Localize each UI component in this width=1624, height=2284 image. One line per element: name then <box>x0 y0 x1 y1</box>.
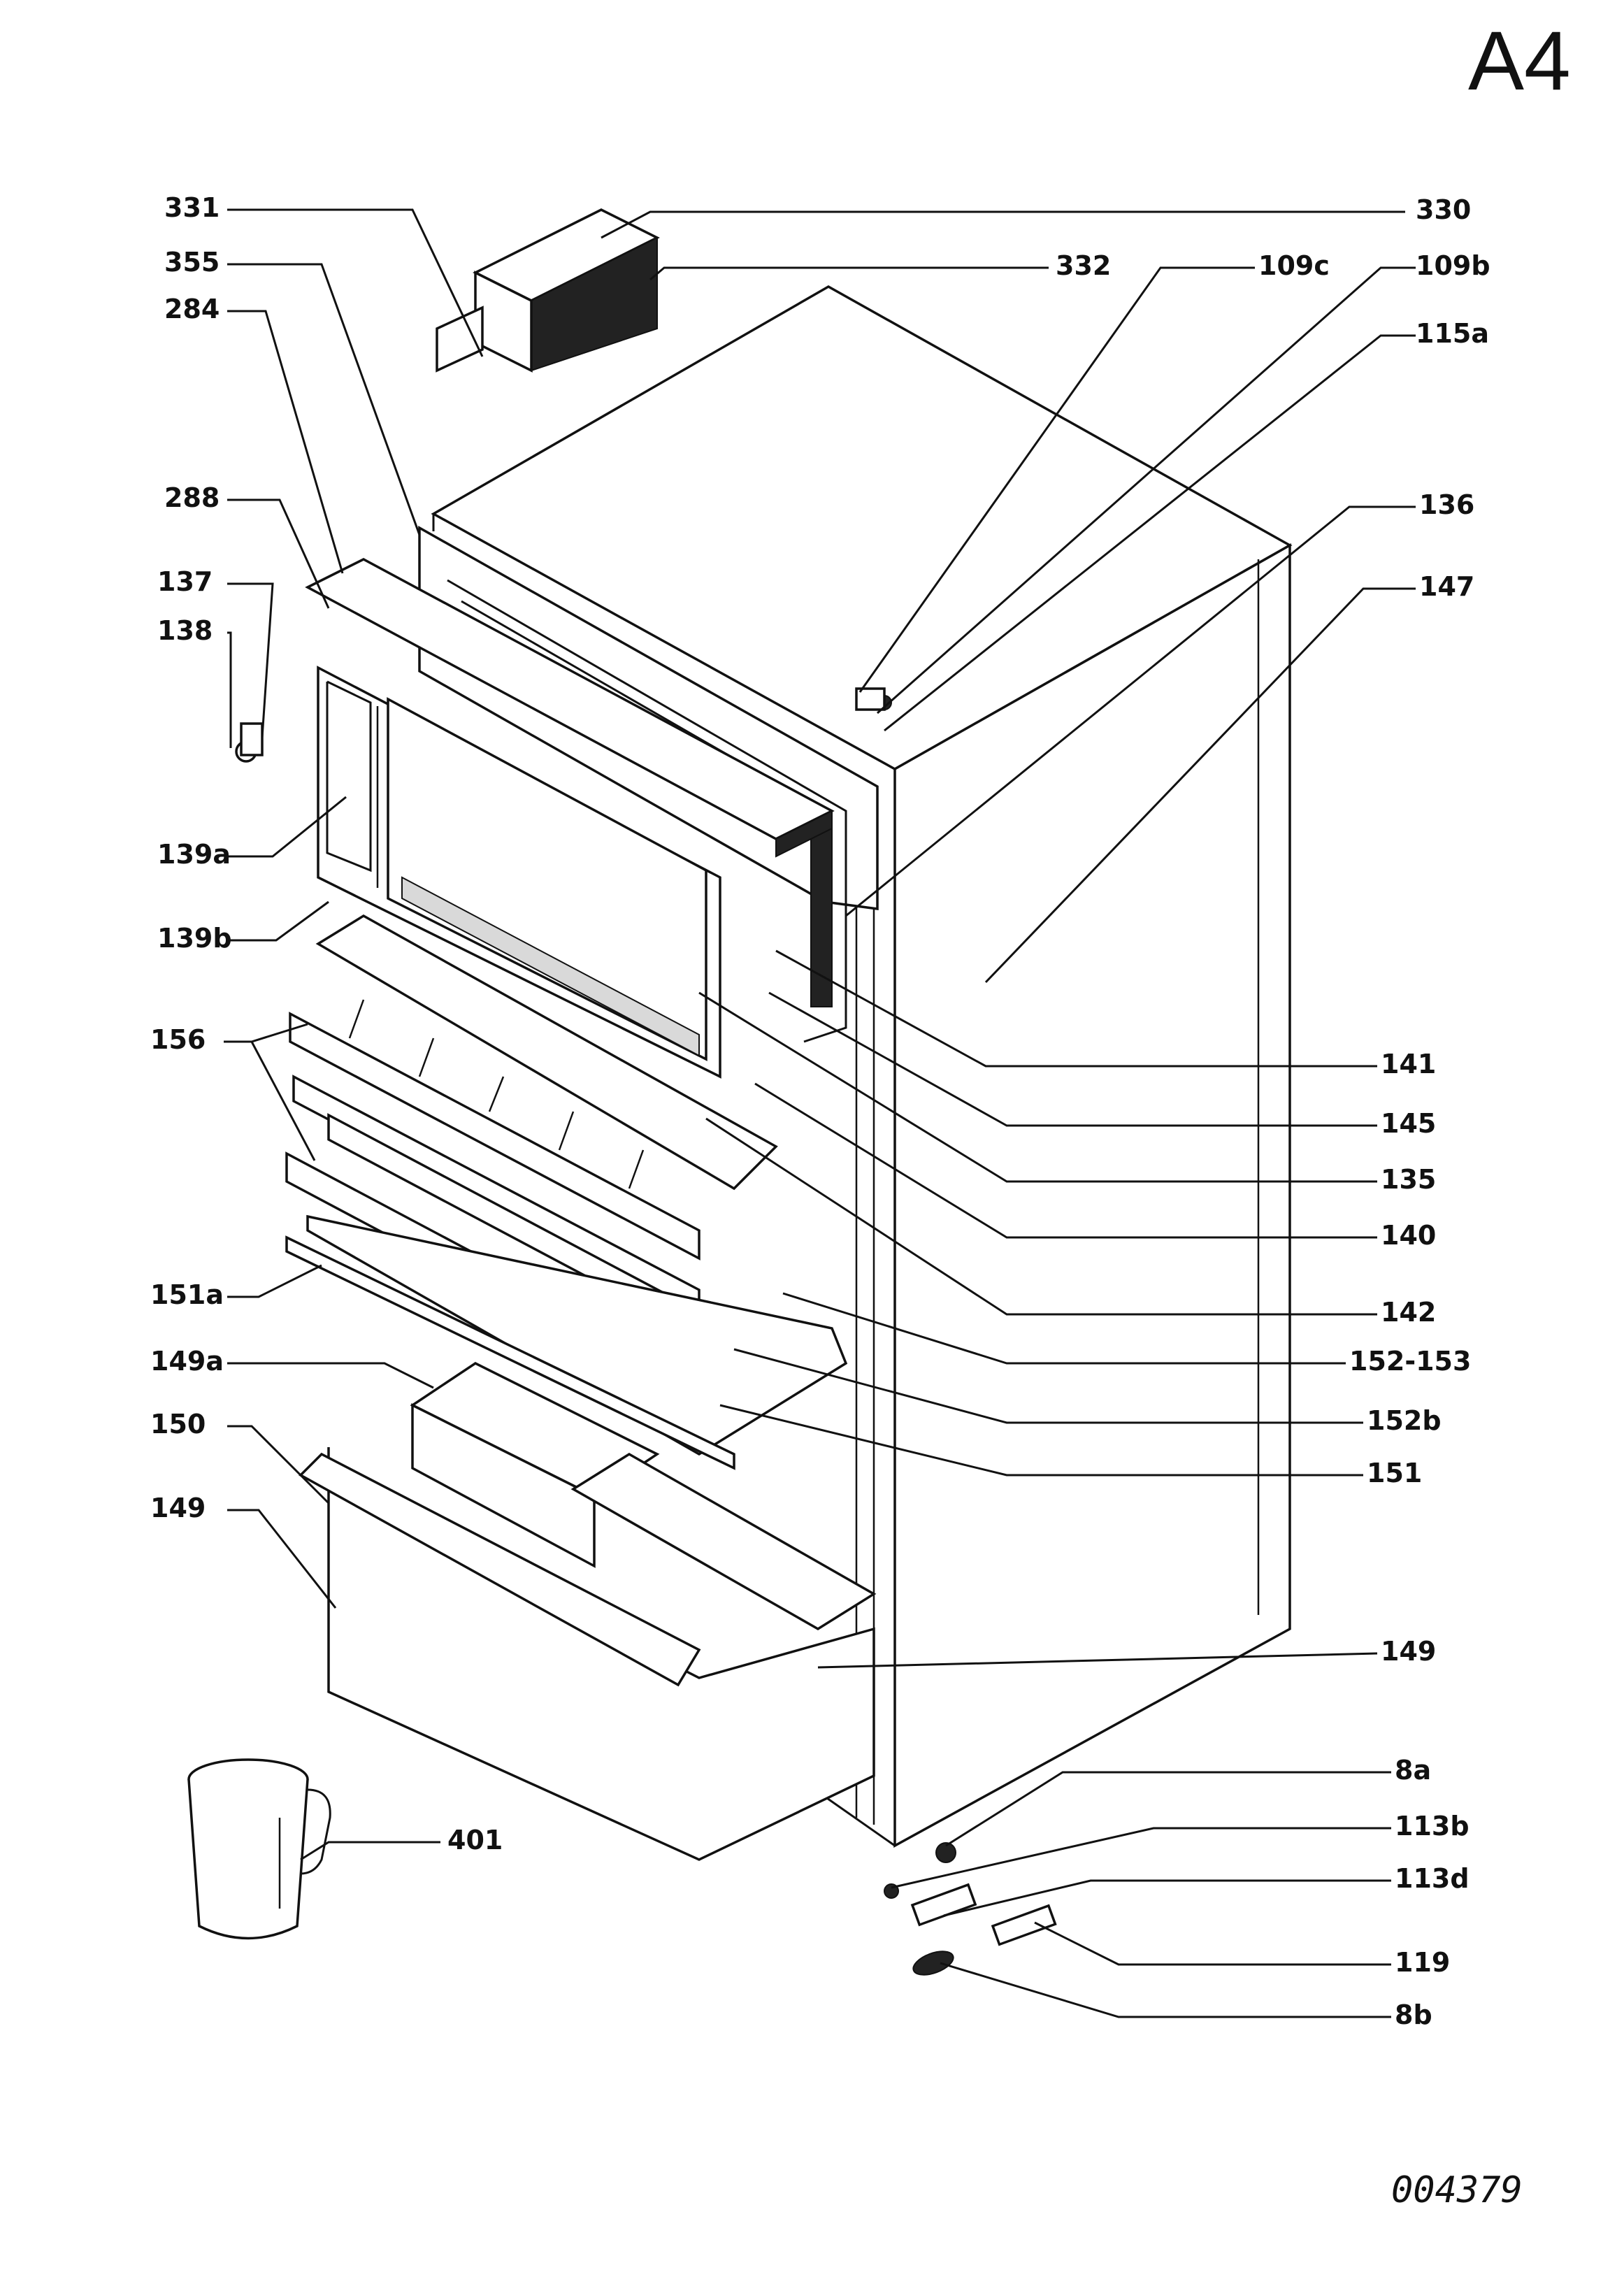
label-150: 150 <box>150 1409 206 1439</box>
part-8a-icon <box>935 1842 956 1863</box>
label-151: 151 <box>1367 1458 1422 1488</box>
label-147: 147 <box>1419 571 1474 602</box>
freezer-door <box>317 666 721 1079</box>
label-332: 332 <box>1056 250 1111 281</box>
sheet-code: A4 <box>1468 14 1571 108</box>
label-137: 137 <box>157 566 213 597</box>
refrigerator-cabinet <box>431 285 1293 1848</box>
label-149a: 149a <box>150 1346 224 1377</box>
vegetable-drawers <box>299 1361 877 1861</box>
label-115a: 115a <box>1416 318 1489 349</box>
label-135: 135 <box>1381 1164 1436 1195</box>
drawing-number: 004379 <box>1391 2169 1523 2211</box>
labels-left: 331 355 284 288 137 138 139a 139b 156 15… <box>150 192 503 1855</box>
labels-right: 330 332 109c 109b 115a 136 147 141 145 1… <box>1056 194 1490 2030</box>
label-109c: 109c <box>1258 250 1330 281</box>
label-136: 136 <box>1419 489 1474 520</box>
label-119: 119 <box>1395 1947 1450 1978</box>
ice-cube-tray <box>436 208 660 373</box>
shelves <box>285 914 848 1470</box>
measuring-jug <box>187 1758 331 1940</box>
label-149-left: 149 <box>150 1493 206 1523</box>
label-113b: 113b <box>1395 1811 1469 1841</box>
label-152b: 152b <box>1367 1405 1442 1436</box>
part-137-icon <box>240 722 264 756</box>
label-152-153: 152-153 <box>1349 1346 1471 1377</box>
label-109b: 109b <box>1416 250 1490 281</box>
leader-lines-right <box>601 210 1416 2018</box>
label-139b: 139b <box>157 923 232 954</box>
label-355: 355 <box>164 247 220 278</box>
label-330: 330 <box>1416 194 1471 225</box>
label-288: 288 <box>164 482 220 513</box>
top-cover-strip <box>305 558 835 858</box>
label-8b: 8b <box>1395 1999 1432 2030</box>
label-138: 138 <box>157 615 213 646</box>
label-8a: 8a <box>1395 1755 1431 1786</box>
label-151a: 151a <box>150 1279 224 1310</box>
label-149-right: 149 <box>1381 1636 1436 1667</box>
label-331: 331 <box>164 192 220 223</box>
label-156: 156 <box>150 1024 206 1055</box>
label-142: 142 <box>1381 1297 1436 1328</box>
label-145: 145 <box>1381 1108 1436 1139</box>
label-401: 401 <box>447 1825 503 1855</box>
leader-lines-left <box>224 208 484 1861</box>
label-139a: 139a <box>157 839 231 870</box>
label-113d: 113d <box>1395 1863 1469 1894</box>
small-parts <box>235 687 1057 1976</box>
label-141: 141 <box>1381 1049 1436 1079</box>
label-140: 140 <box>1381 1220 1436 1251</box>
label-284: 284 <box>164 294 220 324</box>
